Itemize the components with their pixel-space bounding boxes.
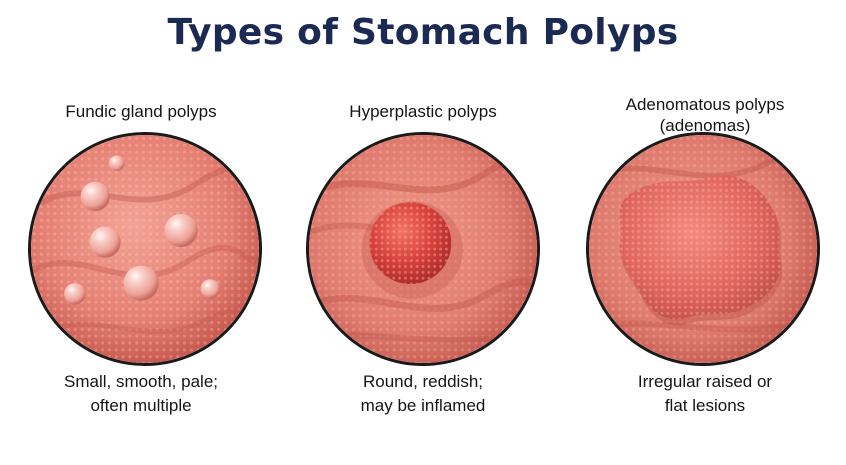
caption-adenomatous: Irregular raised or flat lesions [564,370,846,418]
polyp [64,283,86,305]
illustration-hyperplastic-polyp [306,132,540,366]
illustration-adenomatous-polyp [586,132,820,366]
caption-line: Small, smooth, pale; [63,372,218,391]
adenomatous-svg [589,135,817,363]
caption-line: often multiple [90,396,192,415]
panel-label-line: (adenomas) [659,116,751,135]
fundic-gland-svg [31,135,259,363]
panel-label-line: Fundic gland polyps [65,102,217,121]
caption-line: Round, reddish; [362,372,484,391]
caption-hyperplastic: Round, reddish; may be inflamed [282,370,564,418]
polyp-texture [369,202,452,285]
polyp [108,155,125,172]
caption-line: may be inflamed [360,396,486,415]
panel-hyperplastic: Hyperplastic polyps [282,0,564,465]
panel-label-line: Adenomatous polyps [625,95,785,114]
illustration-fundic-gland-polyps [28,132,262,366]
caption-line: Irregular raised or [637,372,773,391]
polyp [164,213,198,248]
panel-label-adenomatous: Adenomatous polyps (adenomas) [564,94,846,136]
panel-label-line: Hyperplastic polyps [349,102,497,121]
polyp [123,265,159,301]
polyp [200,279,221,299]
polyp [80,181,110,211]
panel-adenomatous: Adenomatous polyps (adenomas) [564,0,846,465]
polyp-group [64,155,221,305]
polyp [89,226,121,258]
polyp-texture [619,175,781,320]
hyperplastic-svg [309,135,537,363]
panel-label-fundic-gland: Fundic gland polyps [0,101,282,122]
panel-fundic-gland: Fundic gland polyps [0,0,282,465]
caption-line: flat lesions [664,396,746,415]
page-title: Types of Stomach Polyps [167,12,679,53]
panel-label-hyperplastic: Hyperplastic polyps [282,101,564,122]
caption-fundic-gland: Small, smooth, pale; often multiple [0,370,282,418]
